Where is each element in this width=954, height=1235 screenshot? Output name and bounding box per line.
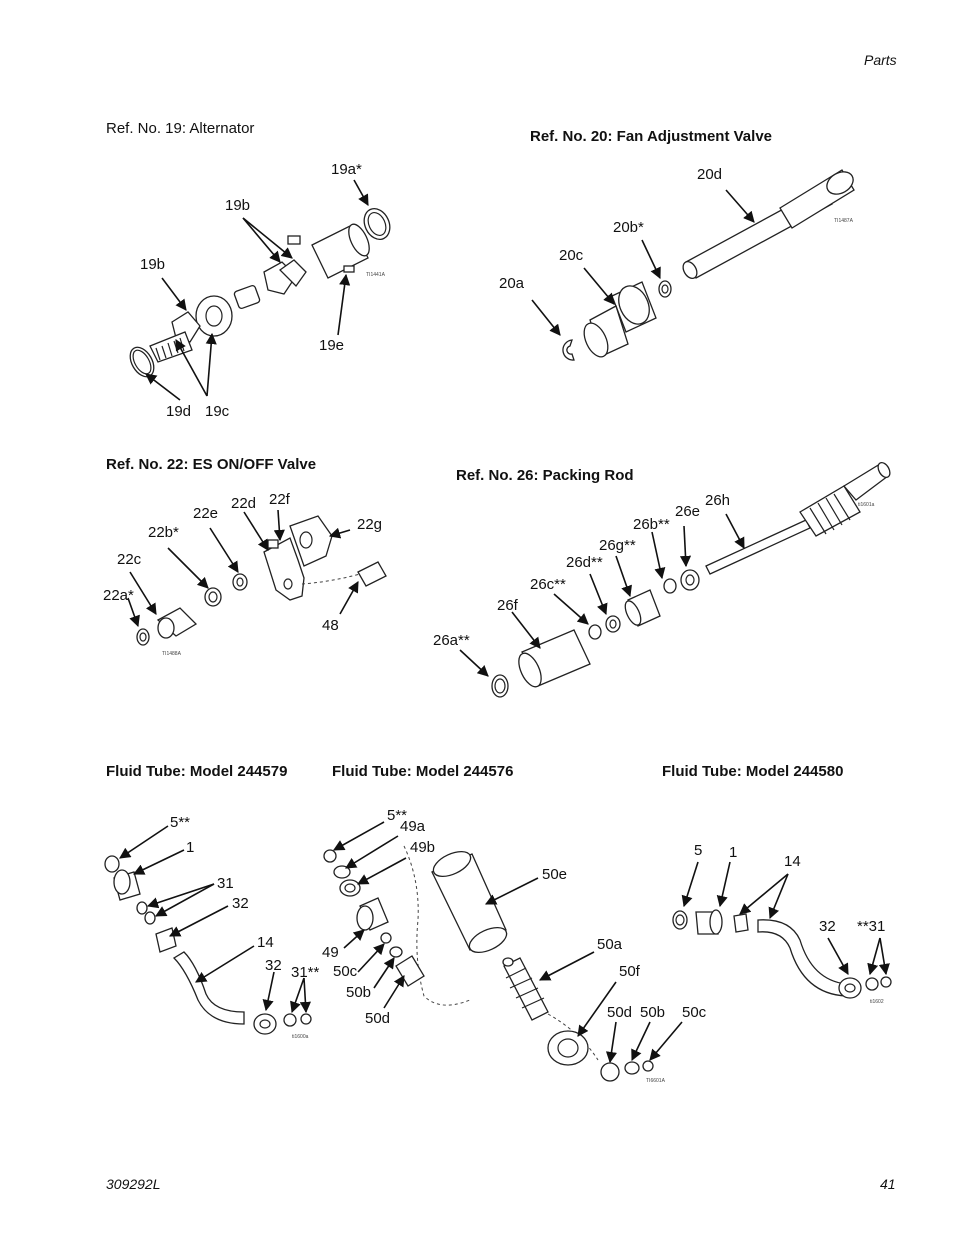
fan-valve-drawing: TI1487A — [531, 169, 855, 361]
callout-label: 14 — [257, 934, 274, 951]
callout-label: 19d — [166, 403, 192, 420]
callout-label: 22f — [269, 491, 290, 508]
callout-label: **31 — [857, 918, 886, 935]
callout-label: 49 — [322, 944, 339, 961]
callout-label: 14 — [784, 853, 801, 870]
callout-label: 26g** — [599, 537, 636, 554]
callout-label: 31 — [217, 875, 234, 892]
tube-579-drawing: ti1600a — [104, 825, 312, 1040]
callout-label: 19e — [319, 337, 345, 354]
callout-label: 19b — [140, 256, 166, 273]
callout-label: 1 — [186, 839, 195, 856]
callout-label: 1 — [729, 844, 738, 861]
callout-label: 50b — [346, 984, 372, 1001]
callout-label: 26d** — [566, 554, 603, 571]
callout-label: 50a — [597, 936, 623, 953]
callout-label: 50f — [619, 963, 640, 980]
callout-label: 22d — [231, 495, 257, 512]
callout-label: 22b* — [148, 524, 179, 541]
es-valve-drawing: TI1488A — [127, 509, 387, 657]
callout-label: 20b* — [613, 219, 644, 236]
callout-label: 49a — [400, 818, 426, 835]
callout-label: 5** — [387, 807, 408, 824]
alternator-title: Ref. No. 19: Alternator — [106, 120, 255, 137]
callout-label: 32 — [232, 895, 249, 912]
callout-label: 5** — [170, 814, 191, 831]
callout-label: 22g — [357, 516, 383, 533]
svg-text:TI6601A: TI6601A — [646, 1078, 666, 1084]
svg-text:TI1487A: TI1487A — [834, 218, 854, 224]
callout-label: 26b** — [633, 516, 670, 533]
callout-label: 32 — [265, 957, 282, 974]
callout-label: 50c — [333, 963, 358, 980]
svg-text:ti1600a: ti1600a — [292, 1034, 309, 1040]
callout-label: 20a — [499, 275, 525, 292]
tube-579-title: Fluid Tube: Model 244579 — [106, 763, 288, 780]
callout-label: 26f — [497, 597, 518, 614]
callout-label: 50b — [640, 1004, 666, 1021]
callout-label: 22a* — [103, 587, 134, 604]
callout-label: 26c** — [530, 576, 566, 593]
callout-label: 20c — [559, 247, 584, 264]
svg-text:TI1441A: TI1441A — [366, 272, 386, 278]
tube-576-title: Fluid Tube: Model 244576 — [332, 763, 514, 780]
packing-rod-drawing: ti1601a — [459, 461, 891, 698]
callout-label: 26a** — [433, 632, 470, 649]
page-number: 41 — [880, 1176, 896, 1192]
svg-text:ti1602: ti1602 — [870, 999, 884, 1005]
svg-text:ti1601a: ti1601a — [858, 502, 875, 508]
es-valve-title: Ref. No. 22: ES ON/OFF Valve — [106, 456, 317, 473]
callout-label: 50c — [682, 1004, 707, 1021]
svg-text:TI1488A: TI1488A — [162, 651, 182, 657]
callout-label: 26h — [705, 492, 731, 509]
callout-label: 22c — [117, 551, 142, 568]
doc-number: 309292L — [106, 1176, 161, 1192]
callout-label: 50d — [607, 1004, 633, 1021]
callout-label: 22e — [193, 505, 219, 522]
callout-label: 19c — [205, 403, 230, 420]
alternator-drawing: TI1441A — [129, 179, 391, 401]
callout-label: 5 — [694, 842, 703, 859]
section-header: Parts — [864, 52, 897, 68]
callout-label: 48 — [322, 617, 339, 634]
fan-valve-title: Ref. No. 20: Fan Adjustment Valve — [530, 128, 772, 145]
callout-label: 49b — [410, 839, 436, 856]
tube-580-title: Fluid Tube: Model 244580 — [662, 763, 844, 780]
callout-label: 32 — [819, 918, 836, 935]
callout-label: 26e — [675, 503, 701, 520]
callout-label: 20d — [697, 166, 723, 183]
callout-label: 50e — [542, 866, 568, 883]
callout-label: 31** — [291, 964, 320, 981]
callout-label: 19b — [225, 197, 251, 214]
callout-label: 19a* — [331, 161, 362, 178]
callout-label: 50d — [365, 1010, 391, 1027]
tube-580-drawing: ti1602 — [672, 861, 892, 1005]
packing-rod-title: Ref. No. 26: Packing Rod — [456, 467, 634, 484]
tube-576-drawing: TI6601A — [323, 821, 683, 1084]
